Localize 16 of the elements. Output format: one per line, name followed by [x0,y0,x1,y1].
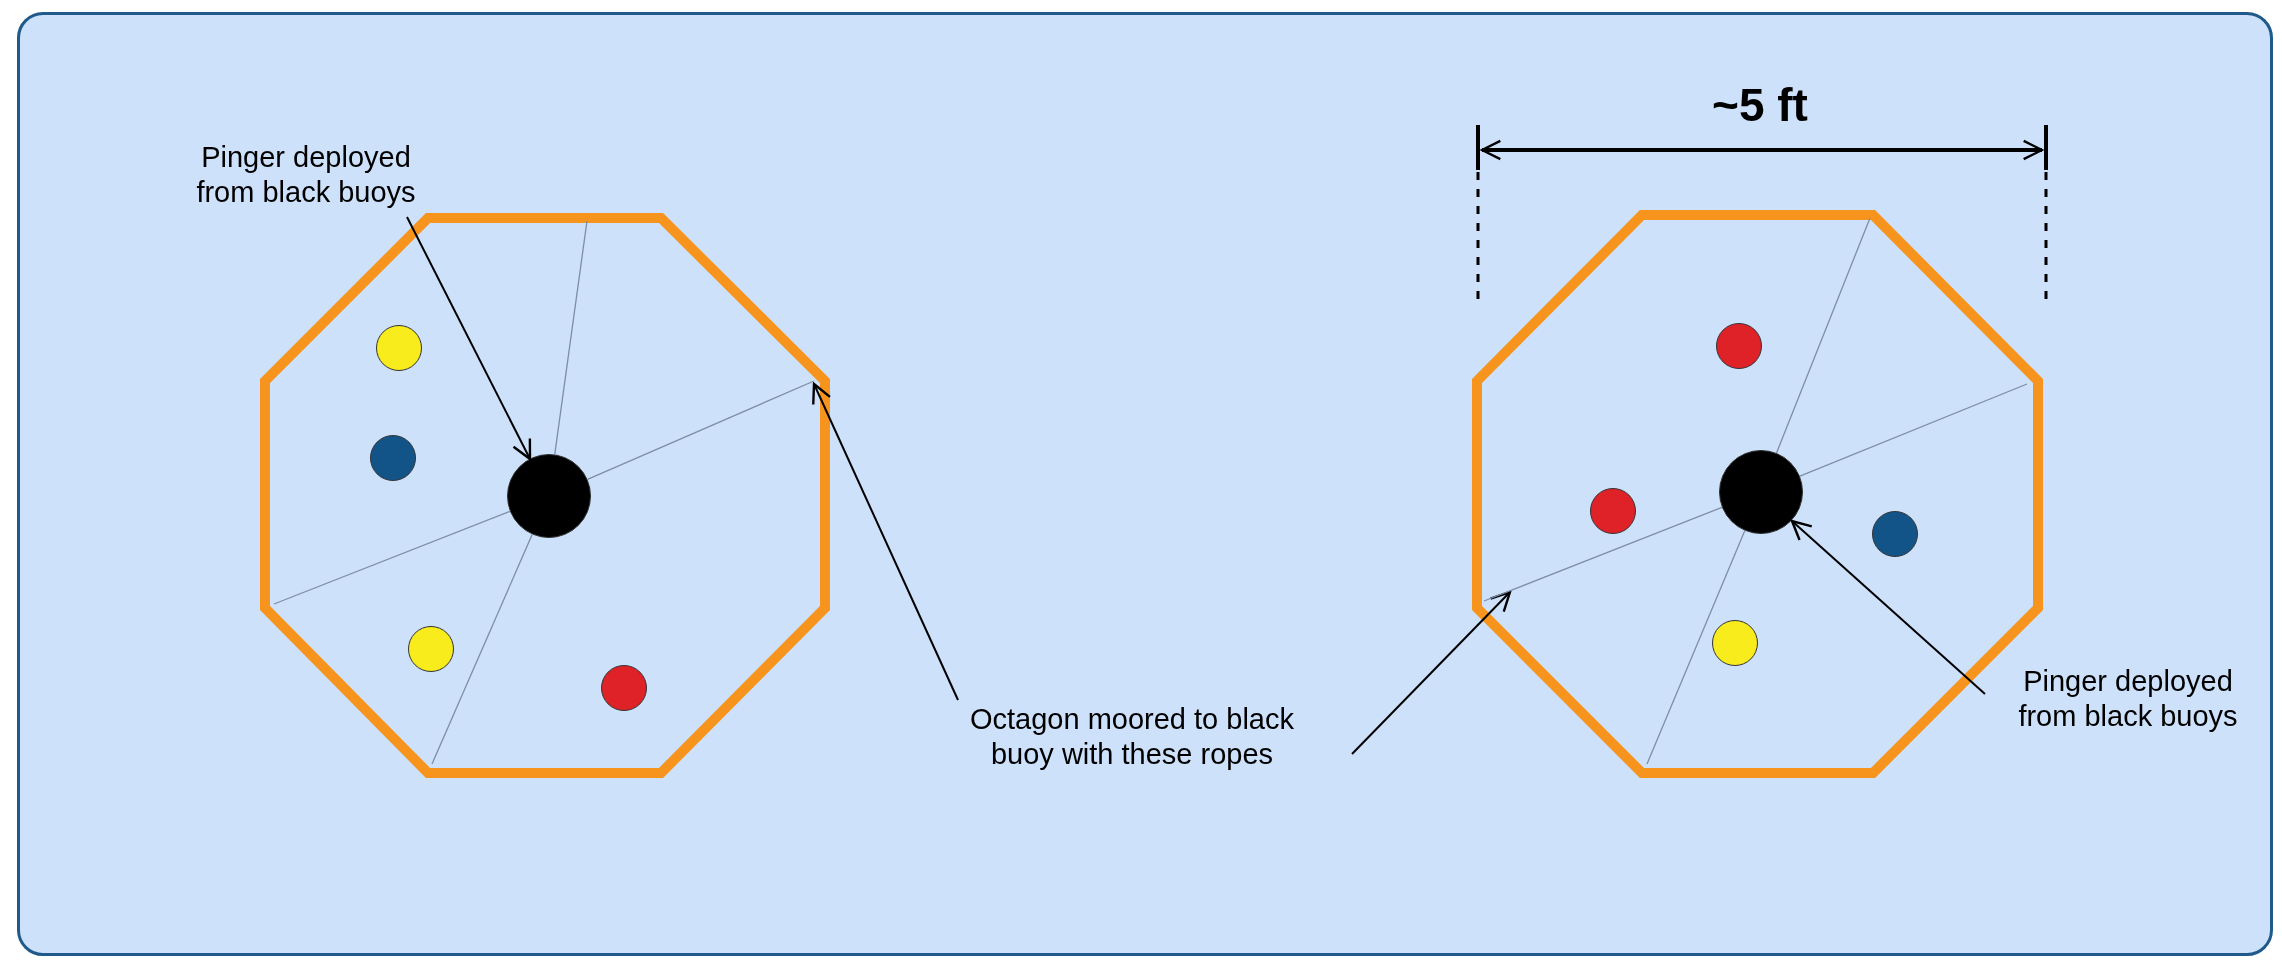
octagon-frame [258,211,832,780]
mooring-rope [1799,383,2028,477]
mooring-rope [1483,506,1723,602]
leader-line [1790,519,1986,695]
mooring-rope [1646,530,1746,765]
callout-text: Pinger deployed from black buoys [181,140,431,215]
mooring-rope [586,380,815,480]
mooring-rope [273,510,511,605]
leader-line [1351,590,1512,755]
callout-text: Pinger deployed from black buoys [1998,664,2258,739]
callout-text: Octagon moored to black buoy with these ropes [937,702,1327,777]
leader-line [812,382,959,701]
mooring-rope [554,220,588,456]
mooring-rope [1775,217,1871,454]
dimension-label: ~5 ft [1711,78,1809,132]
mooring-rope [431,533,533,765]
